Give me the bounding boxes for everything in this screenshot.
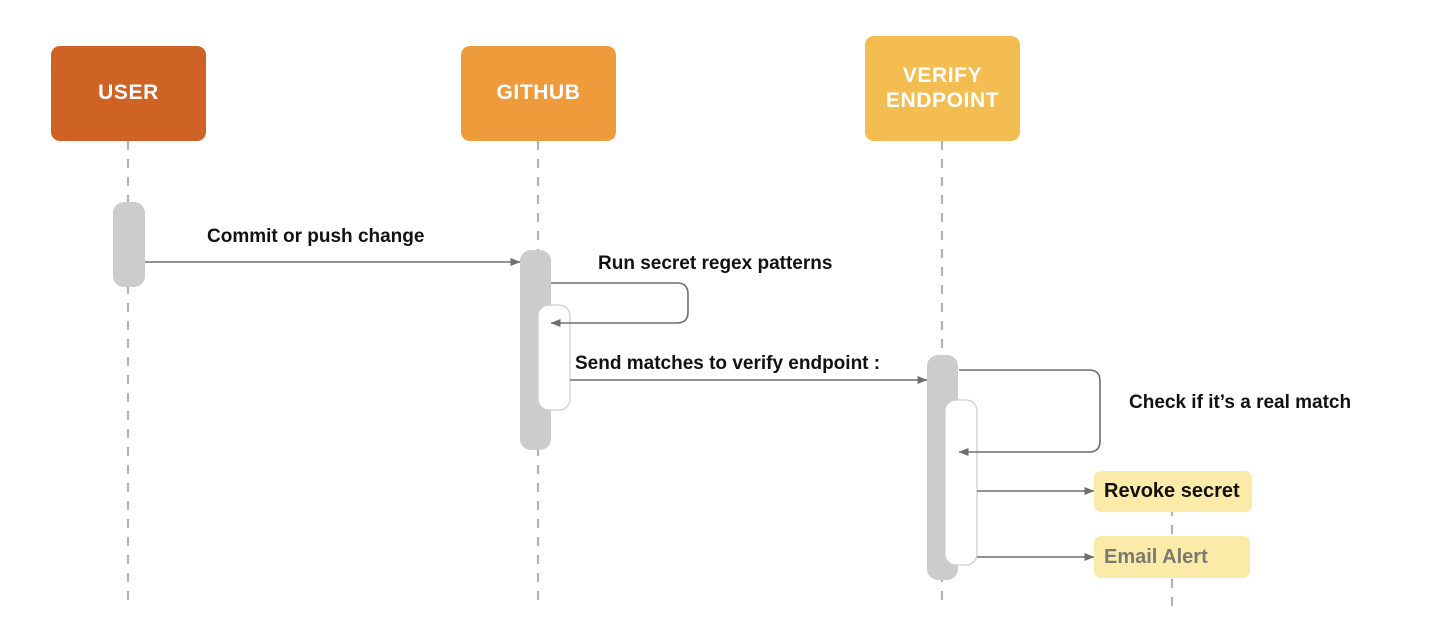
message-label-commit-or-push-change: Commit or push change bbox=[207, 226, 425, 247]
message-label-check-if-its-a-real-match: Check if it’s a real match bbox=[1129, 392, 1352, 413]
participant-verify-endpoint[interactable]: VERIFY ENDPOINT bbox=[865, 36, 1020, 141]
participant-user-label: USER bbox=[98, 81, 159, 105]
participant-github-label: GITHUB bbox=[496, 81, 581, 105]
note-revoke-secret[interactable]: Revoke secret bbox=[1094, 471, 1252, 512]
activations-group bbox=[113, 202, 978, 580]
lifelines-group bbox=[126, 141, 1174, 612]
message-label-send-matches-to-verify-endpoint: Send matches to verify endpoint : bbox=[575, 353, 881, 374]
note-revoke-secret-label: Revoke secret bbox=[1104, 480, 1240, 502]
note-email-alert-label: Email Alert bbox=[1104, 545, 1208, 568]
message-label-run-secret-regex-patterns: Run secret regex patterns bbox=[598, 253, 833, 274]
participant-github[interactable]: GITHUB bbox=[461, 46, 616, 141]
participant-user[interactable]: USER bbox=[51, 46, 206, 141]
participant-verify-endpoint-label: VERIFY ENDPOINT bbox=[885, 63, 1000, 112]
arrows-group bbox=[145, 258, 1101, 561]
note-email-alert[interactable]: Email Alert bbox=[1094, 536, 1250, 578]
